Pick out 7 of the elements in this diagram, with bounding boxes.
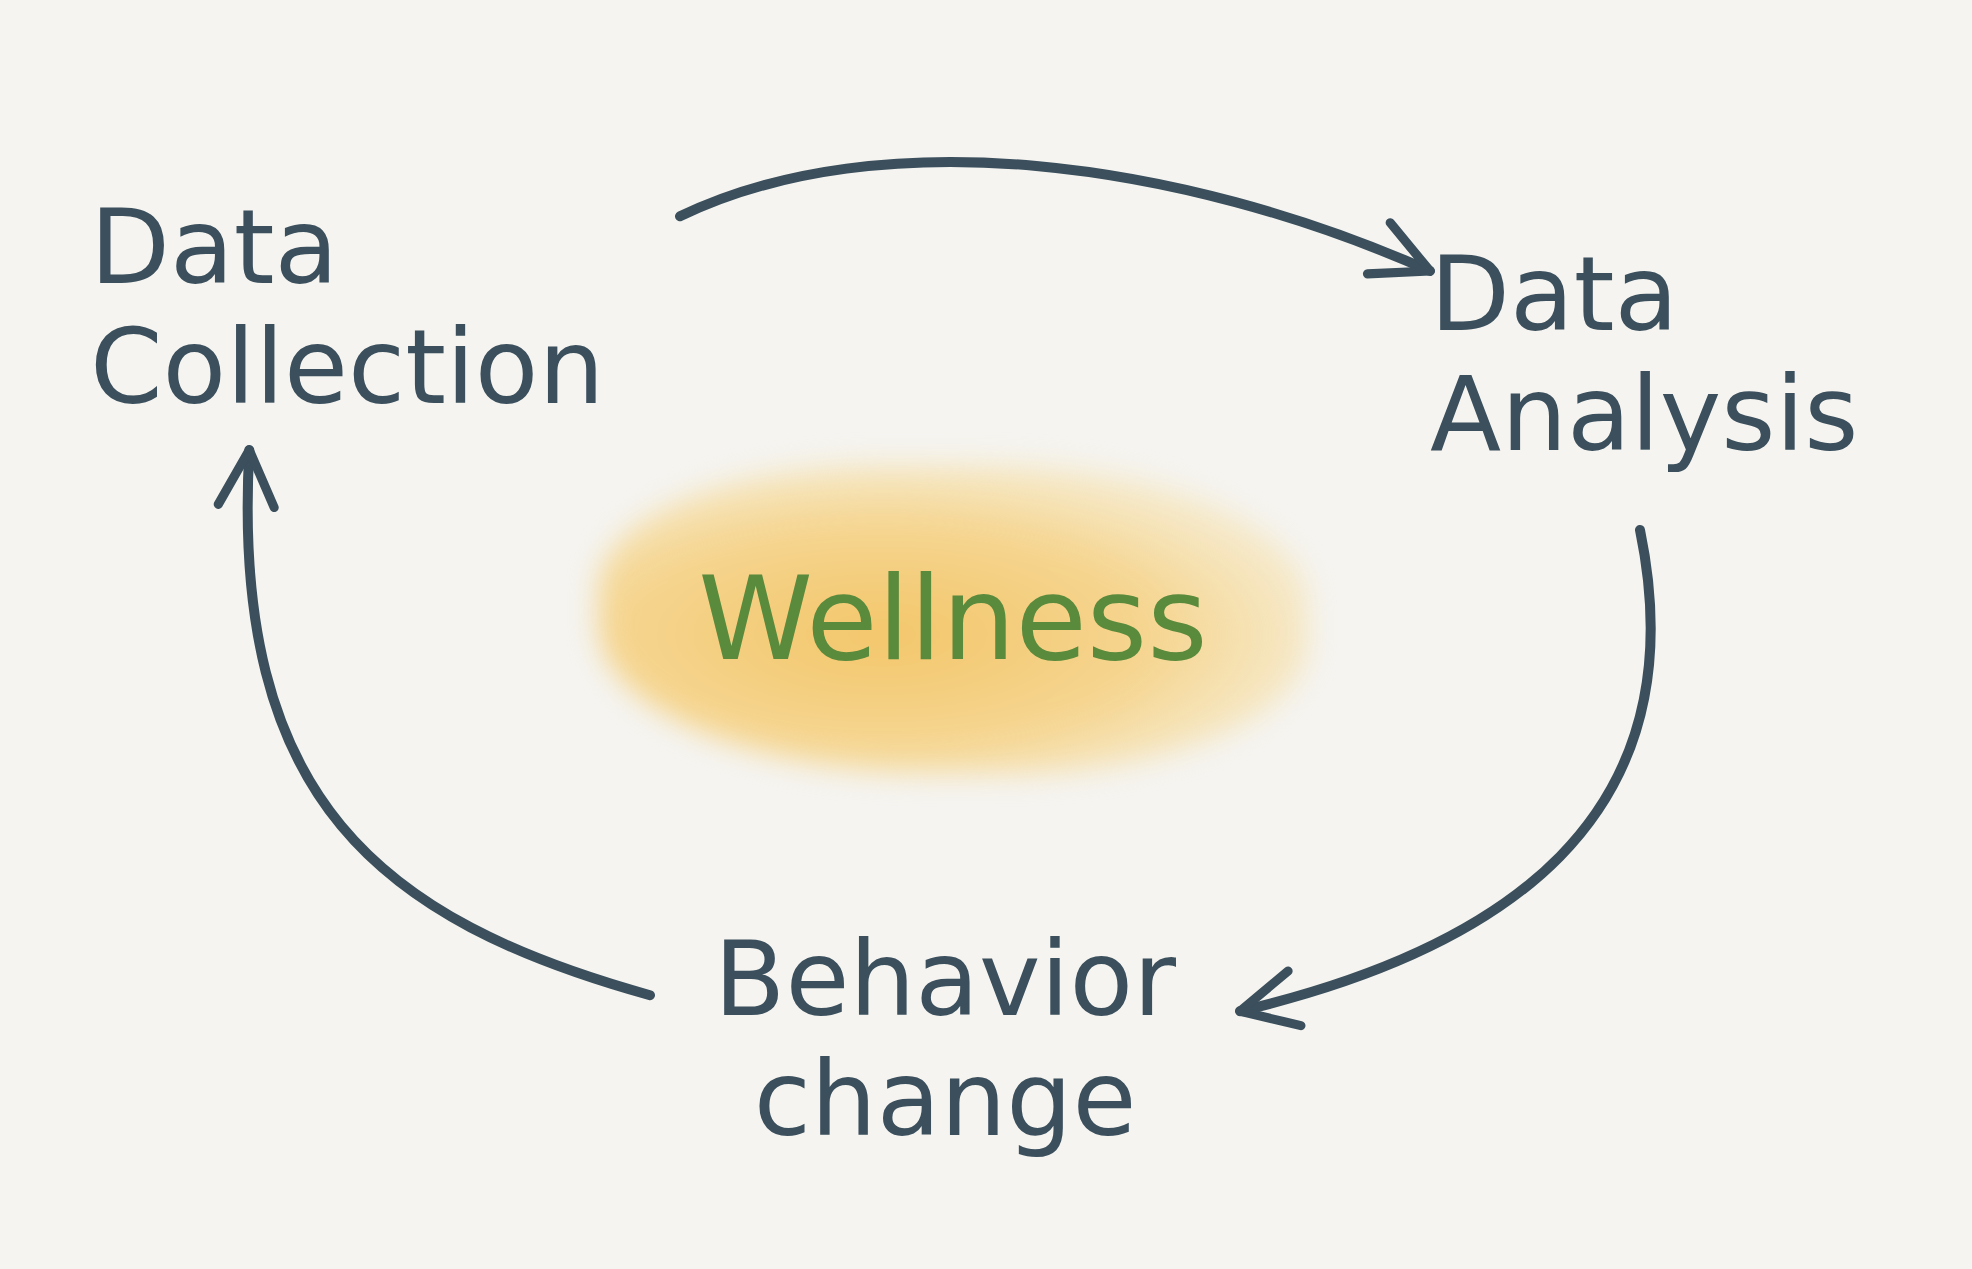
curved-arrow xyxy=(215,445,655,1001)
step-label: Behavior change xyxy=(713,920,1177,1160)
step-label: Data Analysis xyxy=(1430,235,1860,475)
curved-arrow xyxy=(1235,525,1655,1029)
curved-arrow xyxy=(675,157,1435,281)
center-label: Wellness xyxy=(698,552,1208,686)
step-label: Data Collection xyxy=(90,187,606,428)
